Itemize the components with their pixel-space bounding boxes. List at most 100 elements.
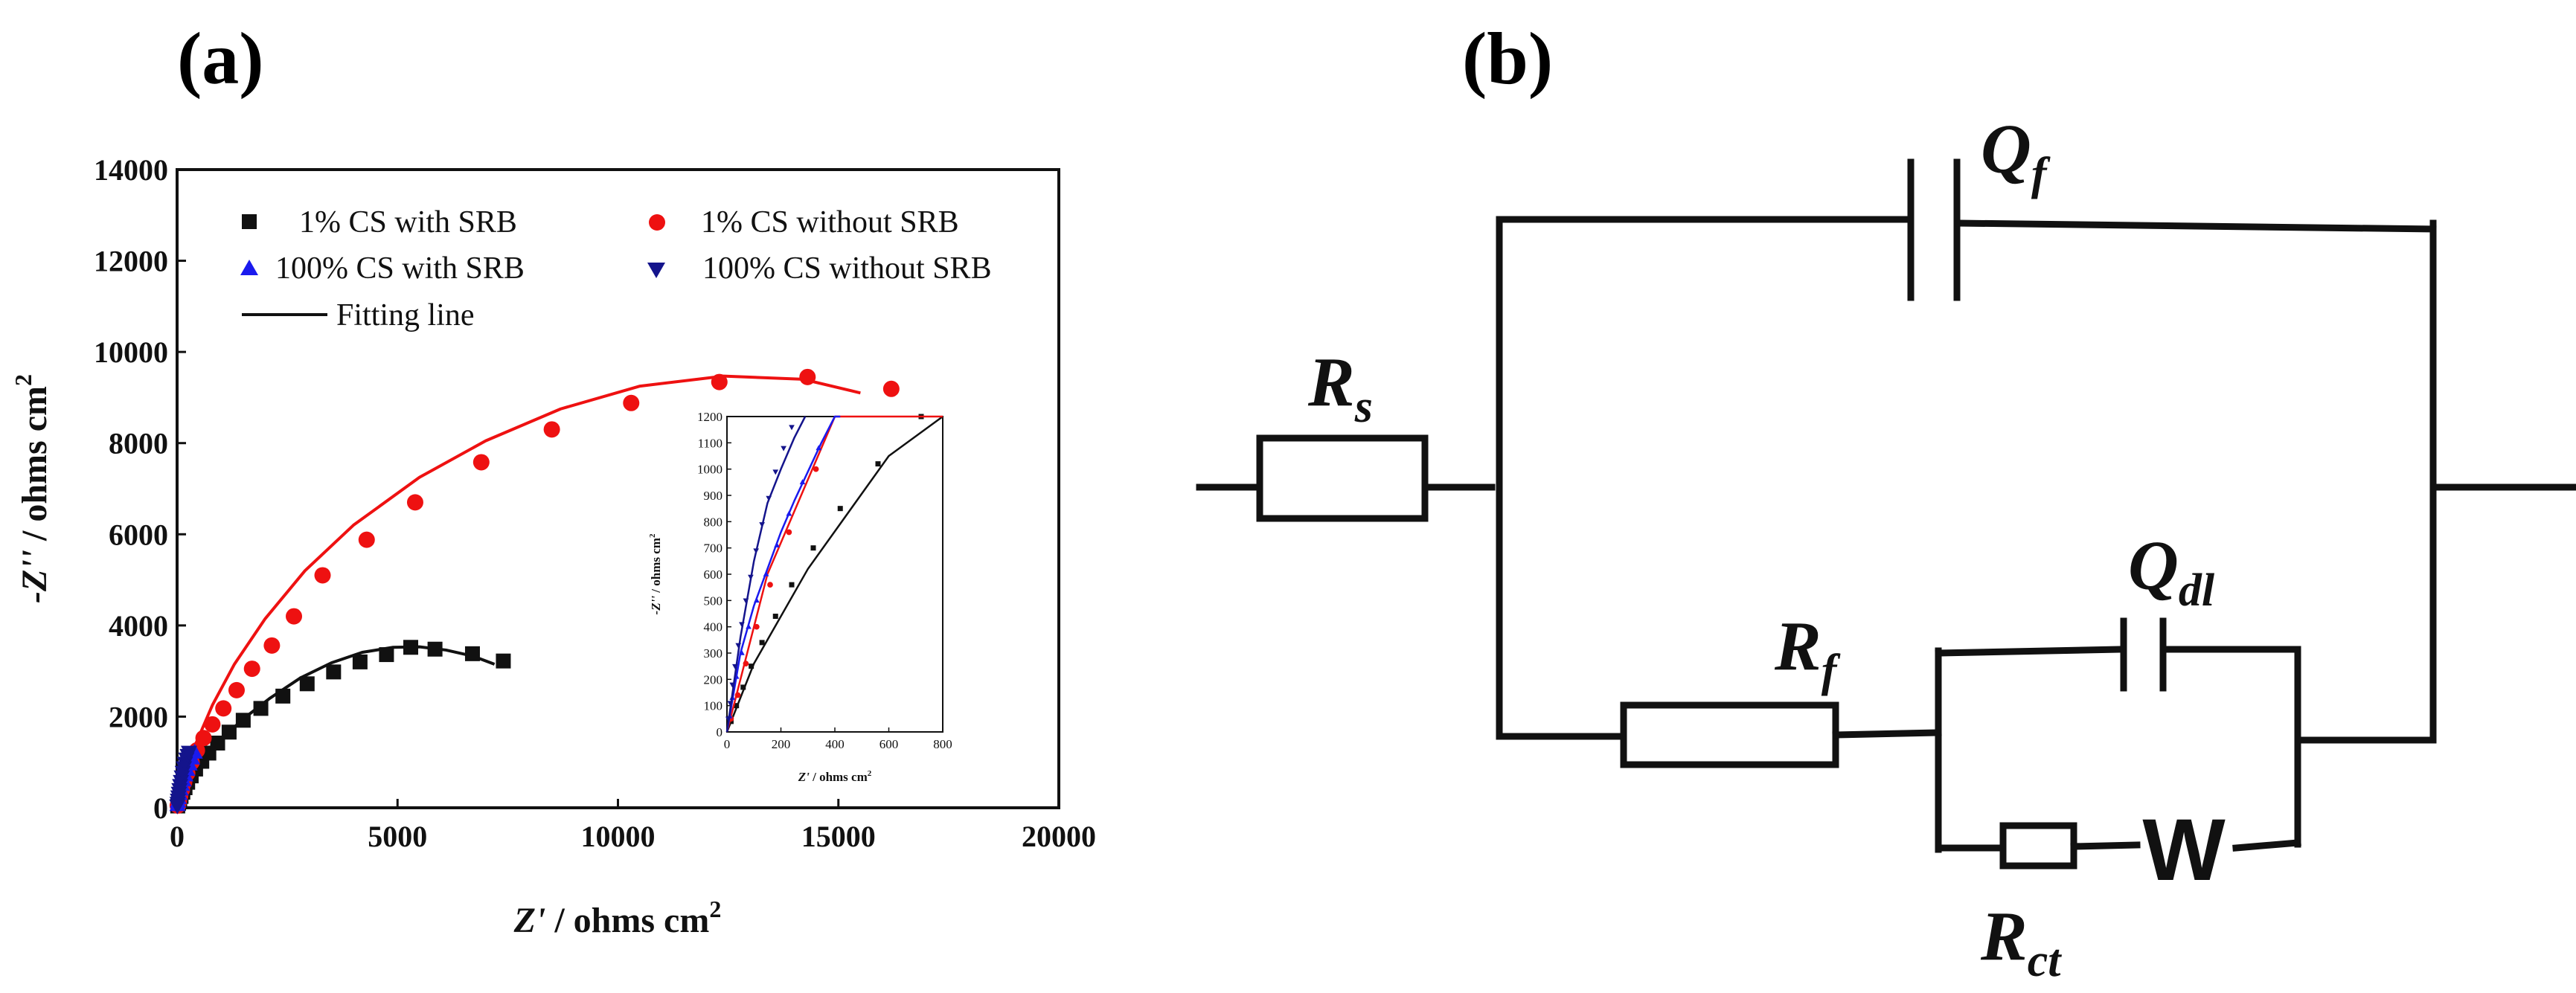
y-tick-label: 700 <box>704 542 723 556</box>
y-tick-label: 0 <box>153 791 168 825</box>
wire-rct-w <box>2070 841 2141 850</box>
y-tick-label: 600 <box>704 568 723 582</box>
data-point <box>882 380 900 397</box>
data-point <box>739 622 745 628</box>
data-point <box>326 664 342 680</box>
data-point <box>772 469 779 475</box>
data-point <box>810 545 816 551</box>
data-point <box>358 531 375 548</box>
inset-plot-frame <box>726 416 943 733</box>
y-tick-label: 400 <box>704 620 723 634</box>
y-tick-label: 800 <box>704 515 723 529</box>
data-point <box>837 506 843 512</box>
x-tick-label: 0 <box>170 820 185 853</box>
y-tick-label: 0 <box>717 725 723 739</box>
data-point <box>210 735 225 751</box>
label-qdl: Qdl <box>2128 527 2215 616</box>
x-tick-label: 15000 <box>801 820 876 853</box>
x-tick-label: 600 <box>880 737 899 751</box>
wire-top-right <box>1955 219 2437 233</box>
data-point <box>180 745 197 761</box>
data-point <box>263 637 281 654</box>
label-rs: Rs <box>1307 344 1373 432</box>
y-axis-title: -Z'' / ohms cm2 <box>10 374 54 603</box>
data-point <box>767 582 773 588</box>
y-tick-label: 500 <box>704 594 723 608</box>
inset-x-axis-title: Z' / ohms cm2 <box>798 769 872 784</box>
data-point <box>753 548 759 554</box>
resistor-rs <box>1256 434 1429 522</box>
data-point <box>204 716 221 733</box>
resistor-rct <box>1999 822 2077 870</box>
data-point <box>727 701 734 707</box>
inset-series <box>725 414 943 733</box>
legend-label-4: 100% CS without SRB <box>702 251 992 286</box>
fit-line <box>725 416 807 733</box>
x-axis-title: Z' / ohms cm2 <box>513 896 722 940</box>
data-point <box>275 688 291 704</box>
label-rct: Rct <box>1980 898 2062 986</box>
data-point <box>215 700 232 717</box>
data-point <box>759 640 765 646</box>
legend-label-2: 1% CS without SRB <box>701 205 959 240</box>
data-point <box>789 425 795 431</box>
data-point <box>734 703 740 709</box>
legend-label-1: 1% CS with SRB <box>299 205 517 240</box>
data-point <box>781 446 786 451</box>
label-qf: Qf <box>1981 111 2051 199</box>
data-point <box>786 510 792 516</box>
data-point <box>464 646 480 661</box>
data-point <box>623 394 640 411</box>
y-tick-label: 4000 <box>109 609 168 643</box>
legend-marker-2 <box>649 214 665 231</box>
data-point <box>754 623 760 630</box>
wire-rf-node <box>1832 729 1942 739</box>
wire-w-right <box>2232 839 2301 852</box>
x-tick-label: 20000 <box>1022 820 1096 853</box>
data-point <box>875 461 881 467</box>
data-point <box>406 494 423 511</box>
y-tick-label: 300 <box>704 646 723 661</box>
legend-label-fit: Fitting line <box>336 298 475 332</box>
x-tick-label: 0 <box>724 737 731 751</box>
y-tick-label: 1100 <box>698 436 723 450</box>
y-tick-label: 1200 <box>697 410 723 424</box>
label-rf: Rf <box>1774 608 1841 696</box>
data-point <box>711 373 728 391</box>
y-tick-label: 8000 <box>109 427 168 460</box>
data-point <box>286 608 303 625</box>
data-point <box>314 567 331 584</box>
legend-marker-3 <box>240 260 258 275</box>
main-series <box>169 368 900 814</box>
y-tick-label: 200 <box>704 672 723 687</box>
data-point <box>774 542 780 547</box>
data-point <box>235 713 251 728</box>
panel-a-label: (a) <box>177 17 264 100</box>
data-point <box>228 681 245 698</box>
y-tick-label: 6000 <box>109 518 168 551</box>
data-point <box>740 684 746 690</box>
legend-marker-4 <box>647 263 665 278</box>
legend: 1% CS with SRB 1% CS without SRB 100% CS… <box>240 205 992 332</box>
data-point <box>299 676 315 692</box>
wire-qdl-left <box>1935 646 2124 657</box>
y-tick-label: 2000 <box>109 700 168 733</box>
data-point <box>759 522 765 528</box>
y-tick-label: 100 <box>704 699 723 713</box>
data-point <box>749 663 754 669</box>
data-point <box>427 641 443 657</box>
data-point <box>221 724 237 740</box>
data-point <box>243 661 260 678</box>
data-point <box>772 614 778 620</box>
data-point <box>799 368 816 385</box>
data-point <box>734 692 741 698</box>
warburg-element-w: W <box>2142 801 2226 899</box>
x-tick-label: 800 <box>933 737 952 751</box>
data-point <box>743 661 749 666</box>
y-tick-label: 900 <box>704 489 723 503</box>
data-point <box>739 649 745 655</box>
